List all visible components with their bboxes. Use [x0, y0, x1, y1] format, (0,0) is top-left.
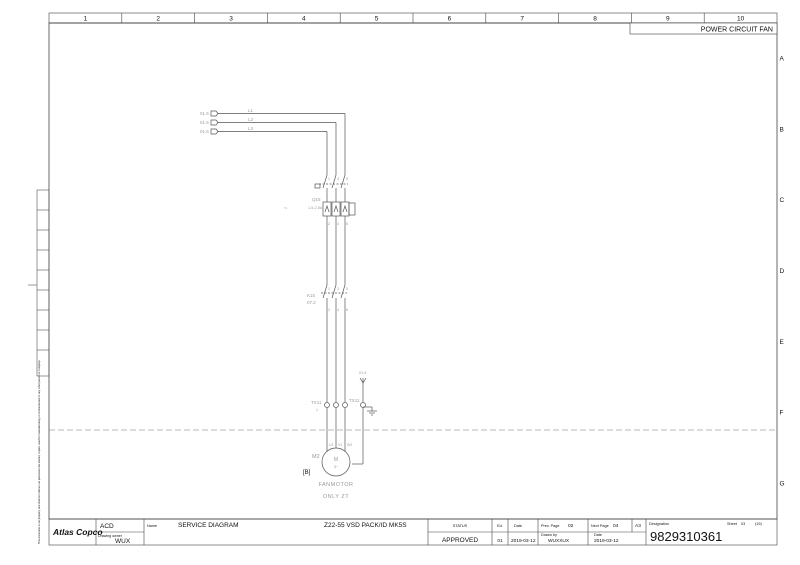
page-title-box [629, 22, 778, 35]
status-label: STATUS [453, 524, 468, 528]
row-label: D [780, 268, 785, 275]
breaker-bottom-terminal-2: 2 [328, 222, 330, 226]
column-label: 6 [448, 16, 452, 23]
motor-tag: M2 [312, 454, 320, 460]
edition-label: Ed. [497, 524, 503, 528]
row-label: G [780, 481, 785, 488]
sheet-number: 03 [741, 522, 745, 526]
column-label: 2 [156, 16, 160, 23]
binding-strip [28, 189, 50, 377]
motor-phase: 3~ [334, 464, 339, 469]
designation-label: Designation [649, 522, 669, 526]
breaker-top-terminal-5: 5 [346, 177, 348, 181]
row-index: A B C D E F G [780, 55, 785, 487]
sheet-total: (19) [755, 522, 762, 526]
prev-page-value: 02 [568, 523, 574, 529]
paper-size: A3 [635, 523, 641, 529]
terminal-number-1: 1 [316, 408, 318, 412]
row-label: F [780, 410, 784, 417]
pe-ref: 01.9 [359, 371, 366, 375]
breaker-setting: 1.5-2.5A [308, 206, 323, 210]
brand-logo: Atlas Copco [52, 527, 103, 537]
breaker-top-terminal-1: 1 [328, 177, 330, 181]
breaker-bottom-terminal-4: 4 [337, 222, 339, 226]
status-value: APPROVED [442, 537, 478, 544]
contactor-bottom-terminal-2: 2 [328, 308, 330, 312]
fan-motor-symbol [321, 447, 351, 477]
date-value: 2019-03-12 [511, 538, 536, 544]
edition-value: 01 [497, 538, 503, 544]
department: ACD [100, 523, 114, 530]
column-label: 8 [593, 16, 597, 23]
power-circuit [210, 110, 377, 477]
prev-page-label: Prev. Page [541, 524, 560, 528]
breaker-symbol-note: ~ [284, 206, 288, 212]
contactor-top-terminal-1: 1 [328, 287, 330, 291]
next-page-value: 04 [613, 523, 619, 529]
drawing-owner: WUX [115, 538, 131, 545]
motor-note: ONLY ZT [323, 494, 349, 500]
row-label: E [780, 339, 785, 346]
column-label: 10 [737, 16, 745, 23]
motor-name: FANMOTOR [318, 482, 353, 488]
contactor-ref: 07.2 [307, 300, 316, 305]
designation-number: 9829310361 [650, 529, 722, 544]
name-label: Name [147, 524, 157, 528]
column-label: 7 [520, 16, 524, 23]
column-label: 4 [302, 16, 306, 23]
supply-ref-l3: 01.6 [200, 129, 209, 134]
contactor-bottom-terminal-6: 6 [346, 308, 348, 312]
contactor-top-terminal-5: 5 [346, 287, 348, 291]
supply-ref-l2: 01.6 [200, 120, 209, 125]
column-label: 5 [375, 16, 379, 23]
motor-terminal-w1: W1 [347, 443, 352, 447]
sheet-label: Sheet [727, 522, 738, 526]
supply-ref-l1: 01.6 [200, 111, 209, 116]
drawing-frame [48, 22, 778, 520]
column-index: 1 2 3 4 5 6 7 8 9 10 [84, 13, 745, 23]
contactor-top-terminal-3: 3 [337, 287, 339, 291]
breaker-bottom-terminal-6: 6 [346, 222, 348, 226]
row-label: C [780, 197, 785, 204]
column-label: 1 [84, 16, 88, 23]
date-label: Date [514, 524, 522, 528]
motor-terminal-u1: U1 [329, 443, 334, 447]
breaker-tag: Q15 [312, 197, 321, 202]
wire-label-l2: L2 [248, 117, 254, 122]
page-title: POWER CIRCUIT FAN [701, 27, 773, 34]
terminal-block-tag: TX11 [311, 400, 322, 405]
pe-terminal-block-tag: TX11 [349, 398, 360, 403]
product-name: Z22-55 VSD PACK/ID MK5S [324, 522, 407, 529]
next-page-label: Next Page [591, 524, 609, 528]
confidentiality-note: This document is our property and shall … [37, 360, 41, 544]
date2-label: Date [594, 533, 602, 537]
title-block [48, 518, 778, 546]
column-label: 3 [229, 16, 233, 23]
contactor-tag: K15 [307, 293, 316, 298]
row-label: A [780, 55, 785, 62]
breaker-top-terminal-3: 3 [337, 177, 339, 181]
wire-label-l3: L3 [248, 126, 254, 131]
supply-arrow-l1 [210, 110, 219, 117]
wire-label-l1: L1 [248, 108, 254, 113]
drawn-by-label: Drawn by [541, 533, 557, 537]
row-label: B [780, 126, 784, 133]
supply-arrow-l2 [210, 119, 219, 126]
contactor-bottom-terminal-4: 4 [337, 308, 339, 312]
location-tag: [B] [303, 470, 311, 476]
supply-arrow-l3 [210, 128, 219, 135]
drawn-by-value: WUXXUX [548, 538, 570, 544]
date2-value: 2019-03-12 [594, 538, 619, 544]
motor-terminal-v1: V1 [338, 443, 342, 447]
drawing-owner-label: Drawing owner [98, 534, 123, 538]
motor-symbol-letter: M [334, 457, 338, 463]
drawing-name: SERVICE DIAGRAM [178, 522, 239, 529]
column-label: 9 [666, 16, 670, 23]
